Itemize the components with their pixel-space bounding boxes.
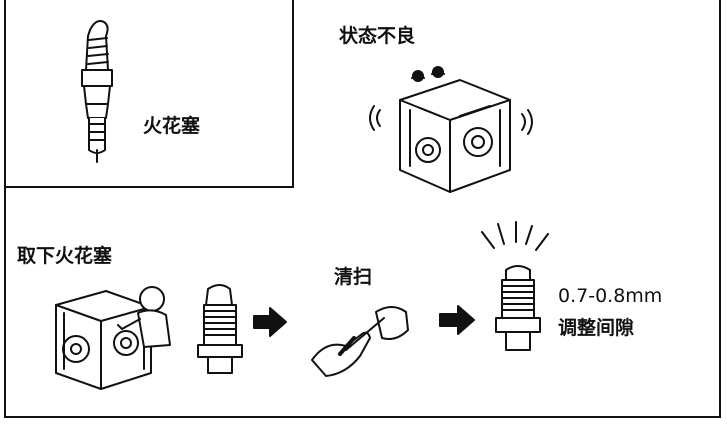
adjust-gap-label: 调整间隙 xyxy=(558,317,635,339)
spark-plug-icon xyxy=(197,284,243,374)
arrow-right-icon xyxy=(439,305,475,335)
person-icon xyxy=(117,286,171,348)
gap-value-label: 0.7-0.8mm xyxy=(558,285,663,307)
generator-icon xyxy=(55,290,152,390)
diagram-frame xyxy=(4,0,721,418)
spark-plug-inset-box xyxy=(4,0,294,188)
spark-rays-icon xyxy=(481,221,549,251)
generator-icon xyxy=(369,66,533,193)
clean-label: 清扫 xyxy=(334,266,373,288)
spark-plug-icon xyxy=(495,265,541,351)
spark-plug-label: 火花塞 xyxy=(143,115,201,137)
arrow-right-icon xyxy=(253,307,287,337)
remove-plug-label: 取下火花塞 xyxy=(17,245,113,267)
bad-state-label: 状态不良 xyxy=(339,25,416,47)
spark-plug-icon xyxy=(81,20,113,163)
hand-brush-icon xyxy=(311,306,409,377)
